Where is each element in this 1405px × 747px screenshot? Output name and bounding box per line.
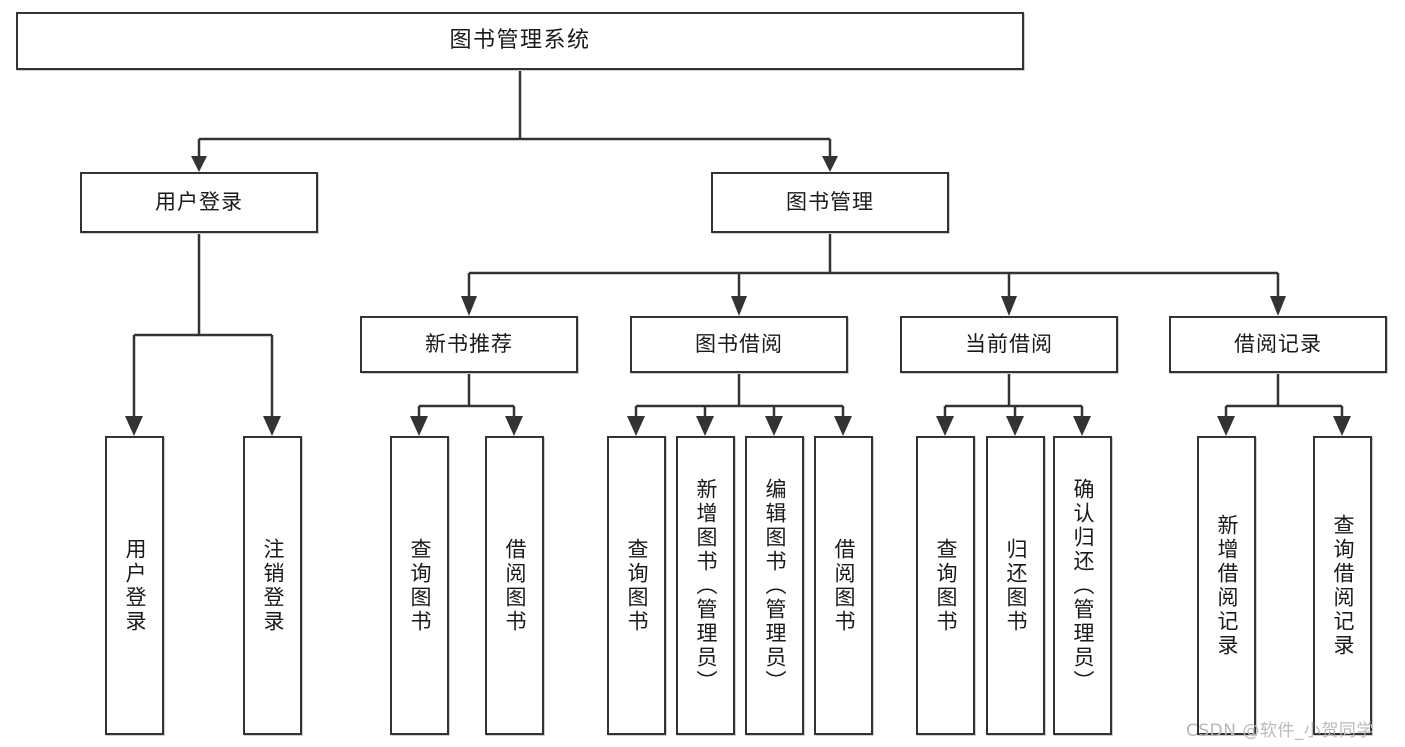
arrow-to-edit-book-bb: [765, 416, 783, 436]
leaf-edit-book-admin[interactable]: 编辑图书（管理员）: [745, 436, 804, 735]
node-user-login[interactable]: 用户登录: [80, 172, 318, 233]
arrow-to-query-record: [1333, 416, 1351, 436]
node-label: 归还图书: [1004, 537, 1028, 634]
leaf-query-borrow-record[interactable]: 查询借阅记录: [1313, 436, 1372, 735]
arrow-to-borrow-book-nb: [505, 416, 523, 436]
leaf-add-borrow-record[interactable]: 新增借阅记录: [1197, 436, 1256, 735]
node-label: 查询图书: [934, 537, 958, 634]
leaf-query-book-current[interactable]: 查询图书: [916, 436, 975, 735]
leaf-confirm-return-admin[interactable]: 确认归还（管理员）: [1053, 436, 1112, 735]
node-label: 用户登录: [155, 190, 243, 215]
arrow-to-book-borrow: [731, 296, 747, 316]
node-label: 注销登录: [261, 537, 285, 634]
node-label: 查询图书: [408, 537, 432, 634]
node-root-book-management-system[interactable]: 图书管理系统: [16, 12, 1024, 70]
node-label: 新增借阅记录: [1215, 513, 1239, 658]
arrow-to-borrow-book-bb: [834, 416, 852, 436]
leaf-borrow-book[interactable]: 借阅图书: [814, 436, 873, 735]
arrow-to-add-book-bb: [696, 416, 714, 436]
arrow-to-logout-leaf: [263, 416, 281, 436]
node-label: 借阅记录: [1234, 332, 1322, 357]
node-label: 查询借阅记录: [1331, 513, 1355, 658]
leaf-query-book-borrow[interactable]: 查询图书: [607, 436, 666, 735]
arrow-to-confirm-return-cb: [1073, 416, 1091, 436]
arrow-to-user-login: [191, 156, 207, 172]
leaf-add-book-admin[interactable]: 新增图书（管理员）: [676, 436, 735, 735]
node-label: 图书管理系统: [449, 28, 591, 54]
arrow-to-query-book-bb: [627, 416, 645, 436]
leaf-logout[interactable]: 注销登录: [243, 436, 302, 735]
arrow-to-current-borrow: [1001, 296, 1017, 316]
leaf-query-book-new-recommend[interactable]: 查询图书: [390, 436, 449, 735]
arrow-to-query-book-cb: [936, 416, 954, 436]
node-book-management[interactable]: 图书管理: [711, 172, 949, 233]
node-new-book-recommend[interactable]: 新书推荐: [360, 316, 578, 373]
node-label: 当前借阅: [965, 332, 1053, 357]
node-current-borrow[interactable]: 当前借阅: [900, 316, 1118, 373]
arrow-to-borrow-record: [1270, 296, 1286, 316]
arrow-to-book-management: [822, 156, 838, 172]
node-label: 确认归还（管理员）: [1071, 477, 1095, 694]
node-label: 查询图书: [625, 537, 649, 634]
arrow-to-user-login-leaf: [125, 416, 143, 436]
node-label: 编辑图书（管理员）: [763, 477, 787, 694]
node-label: 图书管理: [786, 190, 874, 215]
node-label: 图书借阅: [695, 332, 783, 357]
leaf-user-login[interactable]: 用户登录: [105, 436, 164, 735]
node-label: 借阅图书: [832, 537, 856, 634]
node-borrow-record[interactable]: 借阅记录: [1169, 316, 1387, 373]
node-book-borrow[interactable]: 图书借阅: [630, 316, 848, 373]
leaf-borrow-book-new-recommend[interactable]: 借阅图书: [485, 436, 544, 735]
arrow-to-add-record: [1217, 416, 1235, 436]
leaf-return-book[interactable]: 归还图书: [986, 436, 1045, 735]
node-label: 新书推荐: [425, 332, 513, 357]
arrow-to-query-book-nb: [410, 416, 428, 436]
arrow-to-return-book-cb: [1006, 416, 1024, 436]
node-label: 新增图书（管理员）: [694, 477, 718, 694]
arrow-to-new-book-recommend: [461, 296, 477, 316]
node-label: 用户登录: [123, 537, 147, 634]
node-label: 借阅图书: [503, 537, 527, 634]
